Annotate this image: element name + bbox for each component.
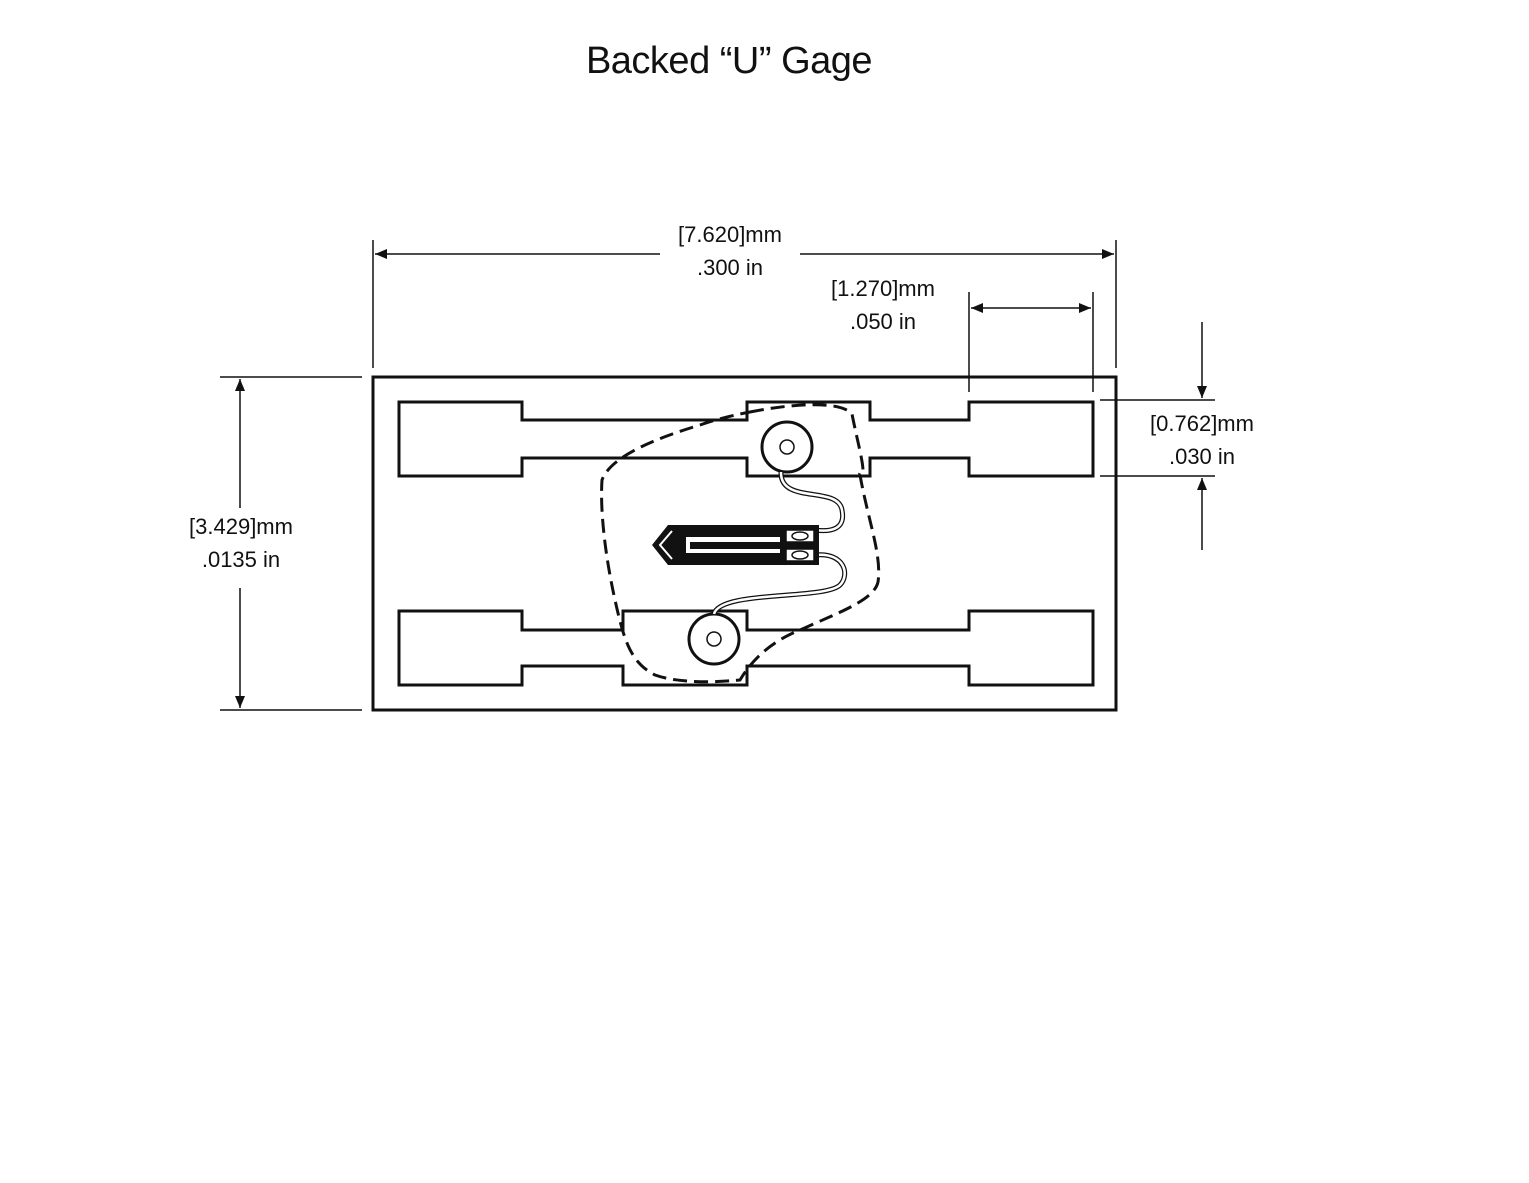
pad-width-in: .030 in — [1168, 444, 1236, 469]
pad-width-dimension — [1100, 322, 1215, 550]
u-sensor-element — [652, 525, 819, 565]
top-bond-pad — [760, 420, 814, 474]
overall-length-dimension — [372, 240, 1117, 368]
bottom-bond-pad-hole — [706, 631, 722, 647]
lead-wires — [711, 471, 848, 616]
overall-height-label: [3.429]mm .0135 in — [170, 510, 312, 576]
top-bond-pad-hole — [779, 439, 795, 455]
bottom-pad-strip — [397, 609, 1095, 687]
overall-height-mm: [3.429]mm — [189, 514, 293, 539]
pad-length-dimension — [968, 292, 1094, 392]
pad-length-in: .050 in — [849, 309, 917, 334]
drawing-title: Backed “U” Gage — [585, 40, 873, 82]
overall-length-mm: [7.620]mm — [678, 222, 782, 247]
backing-outline — [371, 375, 1118, 712]
bottom-bond-pad — [687, 612, 741, 666]
pad-width-mm: [0.762]mm — [1150, 411, 1254, 436]
pad-length-label: [1.270]mm .050 in — [812, 272, 954, 338]
overall-length-in: .300 in — [696, 255, 764, 280]
overall-height-in: .0135 in — [201, 547, 281, 572]
pad-width-label: [0.762]mm .030 in — [1130, 407, 1274, 473]
overall-height-dimension — [220, 376, 362, 711]
overall-length-label: [7.620]mm .300 in — [660, 218, 800, 284]
encapsulation-outline — [600, 403, 881, 684]
pad-length-mm: [1.270]mm — [831, 276, 935, 301]
